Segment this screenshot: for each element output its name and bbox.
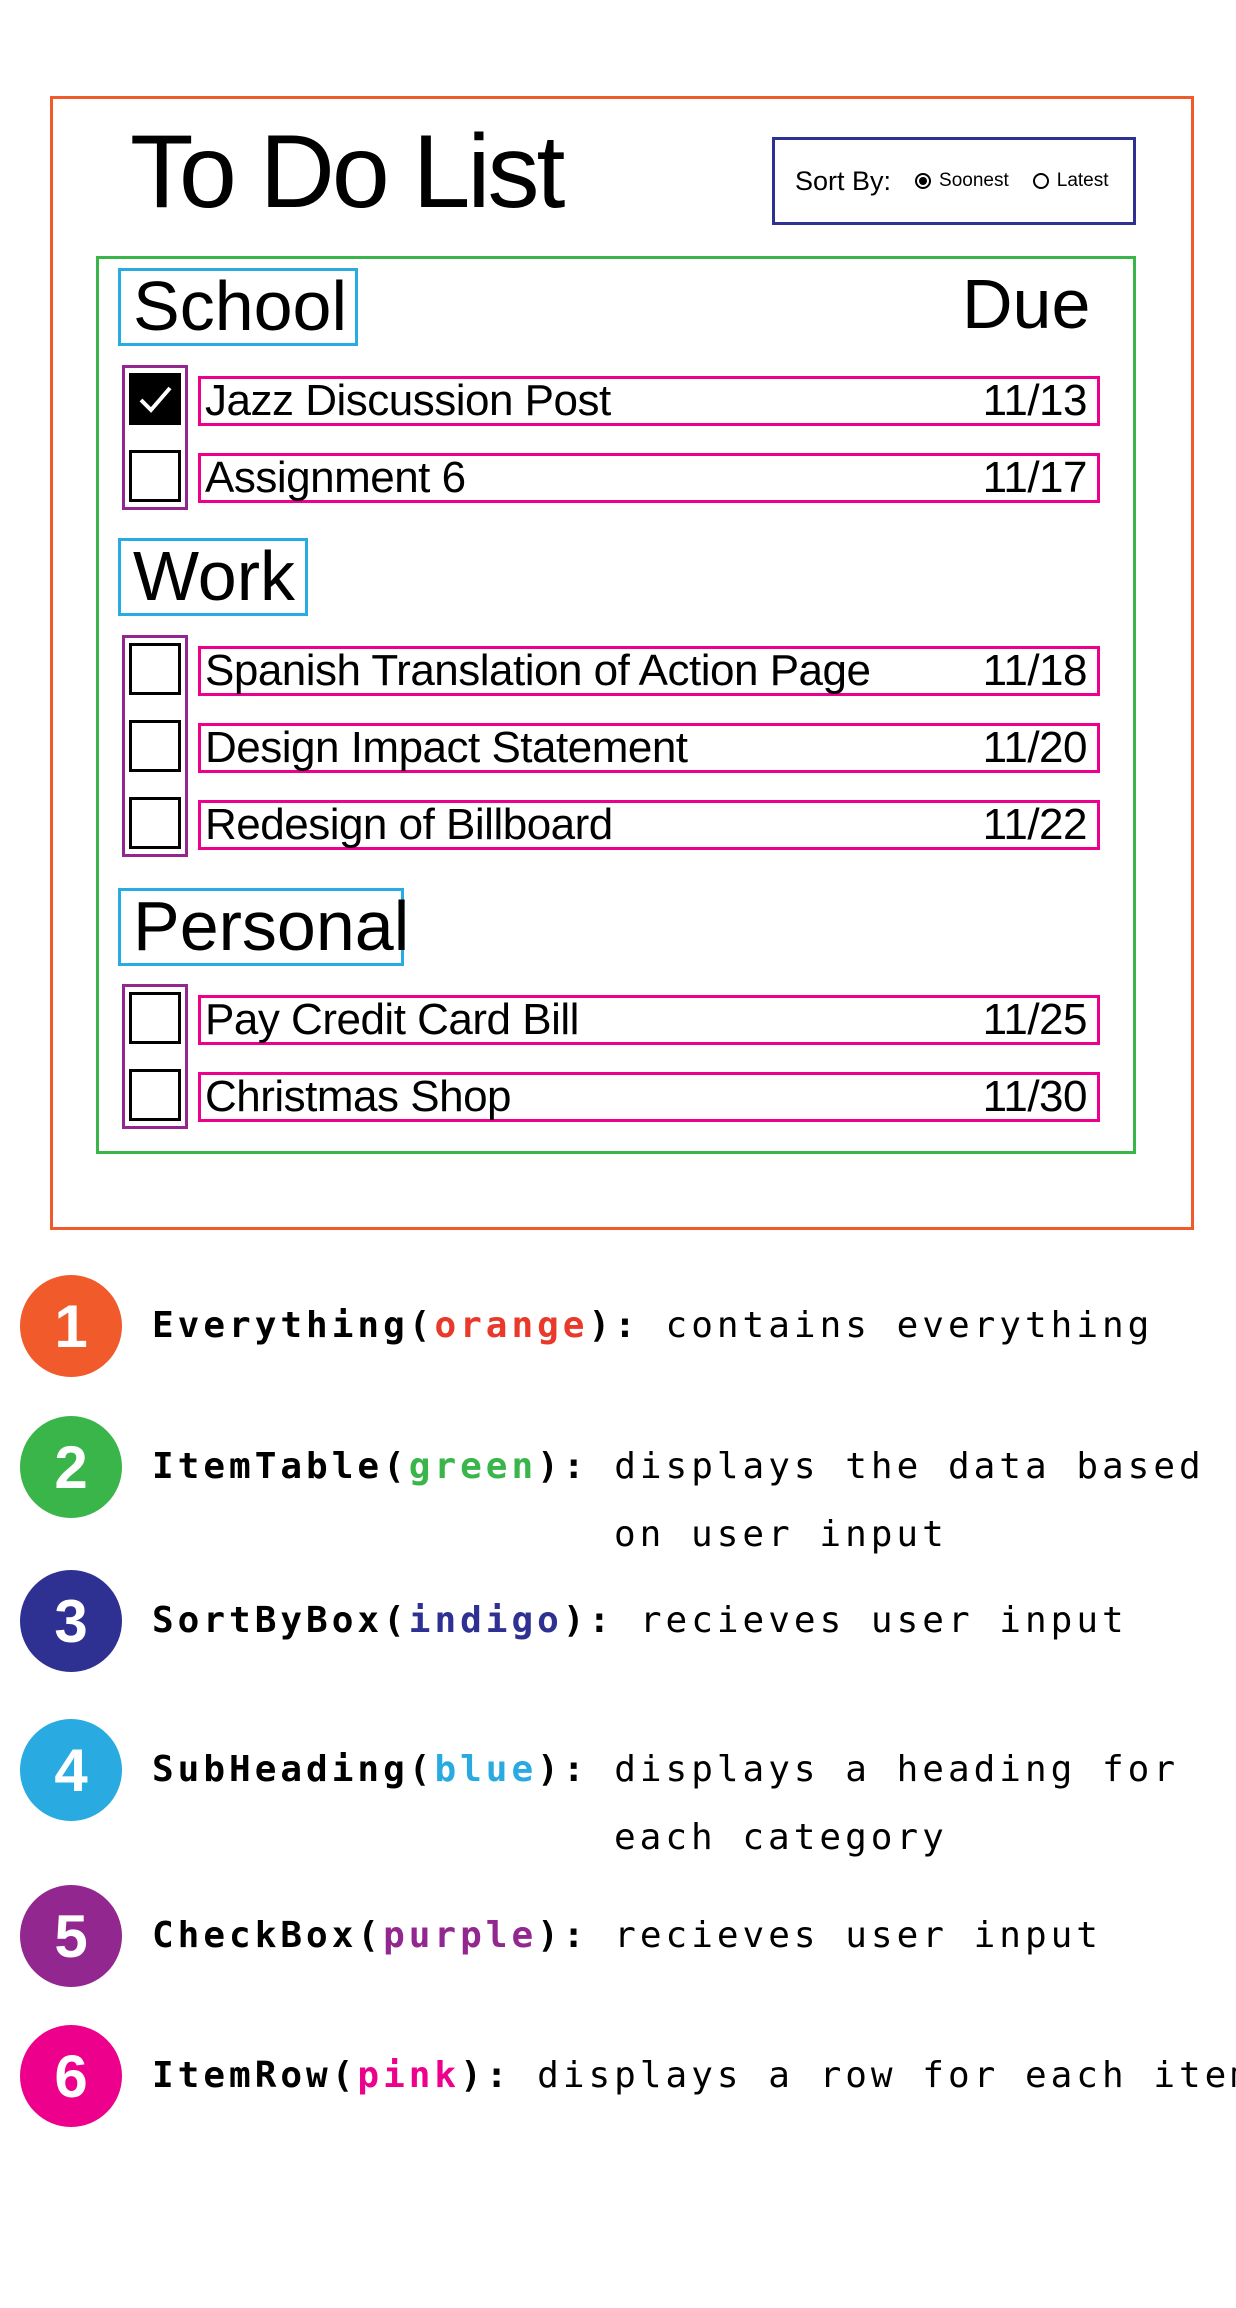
item-row: Design Impact Statement 11/20 xyxy=(198,723,1100,773)
legend-color-name: blue xyxy=(434,1749,538,1790)
legend-paren: ( xyxy=(357,1915,384,1956)
everything-frame xyxy=(50,96,1194,1230)
item-checkbox[interactable] xyxy=(129,1069,181,1121)
item-name: Christmas Shop xyxy=(205,1072,512,1121)
subheading-personal: Personal xyxy=(118,888,409,966)
checkbox-group-personal xyxy=(122,984,188,1129)
legend-paren: ): xyxy=(460,2055,512,2096)
item-row: Pay Credit Card Bill 11/25 xyxy=(198,995,1100,1045)
legend-component-name: ItemRow xyxy=(152,2055,332,2096)
legend-paren: ( xyxy=(408,1305,435,1346)
legend-paren: ( xyxy=(383,1600,409,1641)
legend-description: displays the data based xyxy=(614,1446,1205,1487)
radio-selected-icon[interactable] xyxy=(915,173,932,189)
legend-number-badge: 6 xyxy=(20,2025,122,2127)
radio-empty-icon[interactable] xyxy=(1032,173,1049,189)
legend-spacer xyxy=(640,1305,666,1346)
legend-description: contains everything xyxy=(665,1305,1154,1346)
legend-description-continued: each category xyxy=(614,1817,948,1858)
sort-by-box: Sort By: Soonest Latest xyxy=(772,137,1136,225)
legend-entry: ItemTable(green): displays the data base… xyxy=(152,1441,1205,1493)
legend-component-name: CheckBox xyxy=(152,1915,358,1956)
legend-paren: ): xyxy=(537,1446,589,1487)
checkbox-group-work xyxy=(122,635,188,857)
legend-color-name: purple xyxy=(383,1915,538,1956)
item-due-date: 11/20 xyxy=(982,723,1088,772)
legend-spacer xyxy=(588,1915,614,1956)
legend-paren: ): xyxy=(537,1749,589,1790)
sort-option-label: Soonest xyxy=(939,170,1009,191)
item-checkbox[interactable] xyxy=(129,720,181,772)
legend-paren: ( xyxy=(383,1446,409,1487)
legend-paren: ): xyxy=(588,1305,640,1346)
item-checkbox[interactable] xyxy=(129,450,181,502)
item-name: Spanish Translation of Action Page xyxy=(205,646,871,695)
item-name: Redesign of Billboard xyxy=(205,800,613,849)
legend-color-name: green xyxy=(408,1446,538,1487)
legend-spacer xyxy=(589,1749,615,1790)
sort-by-label: Sort By: xyxy=(795,165,892,196)
item-name: Design Impact Statement xyxy=(205,723,688,772)
legend-component-name: SubHeading xyxy=(152,1749,409,1790)
legend-paren: ( xyxy=(331,2055,358,2096)
legend-color-name: pink xyxy=(357,2055,461,2096)
legend-component-name: SortByBox xyxy=(152,1600,384,1641)
item-row: Christmas Shop 11/30 xyxy=(198,1072,1100,1122)
due-header: Due xyxy=(962,265,1091,343)
checkmark-icon xyxy=(139,386,172,413)
page-title: To Do List xyxy=(130,114,565,230)
item-checkbox[interactable] xyxy=(129,373,181,425)
item-row: Jazz Discussion Post 11/13 xyxy=(198,376,1100,426)
legend-number-badge: 5 xyxy=(20,1885,122,1987)
legend-description: displays a row for each item xyxy=(537,2055,1236,2096)
legend-paren: ): xyxy=(537,1915,589,1956)
item-due-date: 11/30 xyxy=(982,1072,1088,1121)
legend-spacer xyxy=(511,2055,537,2096)
item-name: Pay Credit Card Bill xyxy=(205,995,579,1044)
legend-entry: SortByBox(indigo): recieves user input xyxy=(152,1595,1128,1647)
legend-spacer xyxy=(589,1446,615,1487)
legend-component-name: Everything xyxy=(152,1305,409,1346)
legend-paren: ): xyxy=(562,1600,615,1641)
legend-entry: CheckBox(purple): recieves user input xyxy=(152,1910,1102,1962)
item-due-date: 11/13 xyxy=(982,376,1088,425)
legend-component-name: ItemTable xyxy=(152,1446,384,1487)
legend-entry: Everything(orange): contains everything xyxy=(152,1300,1153,1352)
item-row: Redesign of Billboard 11/22 xyxy=(198,800,1100,850)
item-checkbox[interactable] xyxy=(129,643,181,695)
legend-description: displays a heading for xyxy=(614,1749,1180,1790)
legend-description: recieves user input xyxy=(639,1600,1128,1641)
sort-option-soonest[interactable]: Soonest xyxy=(915,170,1009,192)
item-due-date: 11/18 xyxy=(982,646,1088,695)
legend-number-badge: 3 xyxy=(20,1570,122,1672)
legend-entry: ItemRow(pink): displays a row for each i… xyxy=(152,2050,1236,2102)
item-checkbox[interactable] xyxy=(129,992,181,1044)
legend-color-name: indigo xyxy=(408,1600,563,1641)
legend-color-name: orange xyxy=(434,1305,589,1346)
subheading-school: School xyxy=(118,268,358,346)
item-row: Spanish Translation of Action Page 11/18 xyxy=(198,646,1100,696)
sort-option-latest[interactable]: Latest xyxy=(1032,170,1109,192)
item-due-date: 11/17 xyxy=(982,453,1088,502)
legend-number-badge: 4 xyxy=(20,1719,122,1821)
item-row: Assignment 6 11/17 xyxy=(198,453,1100,503)
legend-entry: SubHeading(blue): displays a heading for xyxy=(152,1744,1179,1796)
checkbox-group-school xyxy=(122,365,188,510)
subheading-work: Work xyxy=(118,538,308,616)
sort-option-label: Latest xyxy=(1056,170,1109,191)
item-table xyxy=(96,256,1136,1154)
item-due-date: 11/25 xyxy=(982,995,1088,1044)
legend-paren: ( xyxy=(408,1749,435,1790)
legend-number-badge: 2 xyxy=(20,1416,122,1518)
item-due-date: 11/22 xyxy=(982,800,1088,849)
legend-description-continued: on user input xyxy=(614,1514,948,1555)
item-name: Assignment 6 xyxy=(205,453,466,502)
legend-number-badge: 1 xyxy=(20,1275,122,1377)
item-name: Jazz Discussion Post xyxy=(205,376,611,425)
legend-description: recieves user input xyxy=(614,1915,1102,1956)
item-checkbox[interactable] xyxy=(129,797,181,849)
legend-spacer xyxy=(614,1600,640,1641)
